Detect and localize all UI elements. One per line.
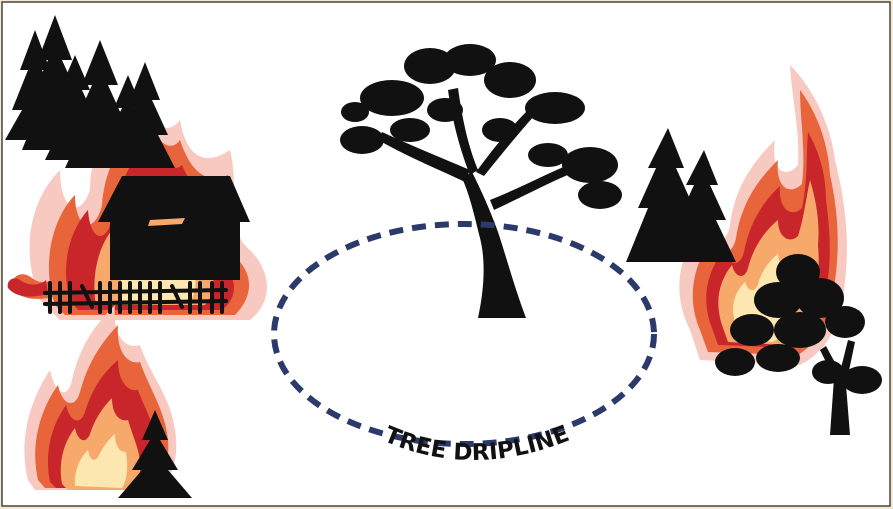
- small-conifer-bottom-left: [118, 410, 192, 498]
- dripline-ellipse: [271, 221, 657, 447]
- right-broadleaf-tree: [715, 254, 882, 435]
- left-lower-fire: [24, 305, 177, 490]
- right-conifer-pair: [626, 128, 736, 262]
- center-tree: [340, 44, 622, 318]
- left-conifer-cluster: [5, 15, 175, 168]
- house: [98, 176, 250, 280]
- fence: [43, 281, 228, 314]
